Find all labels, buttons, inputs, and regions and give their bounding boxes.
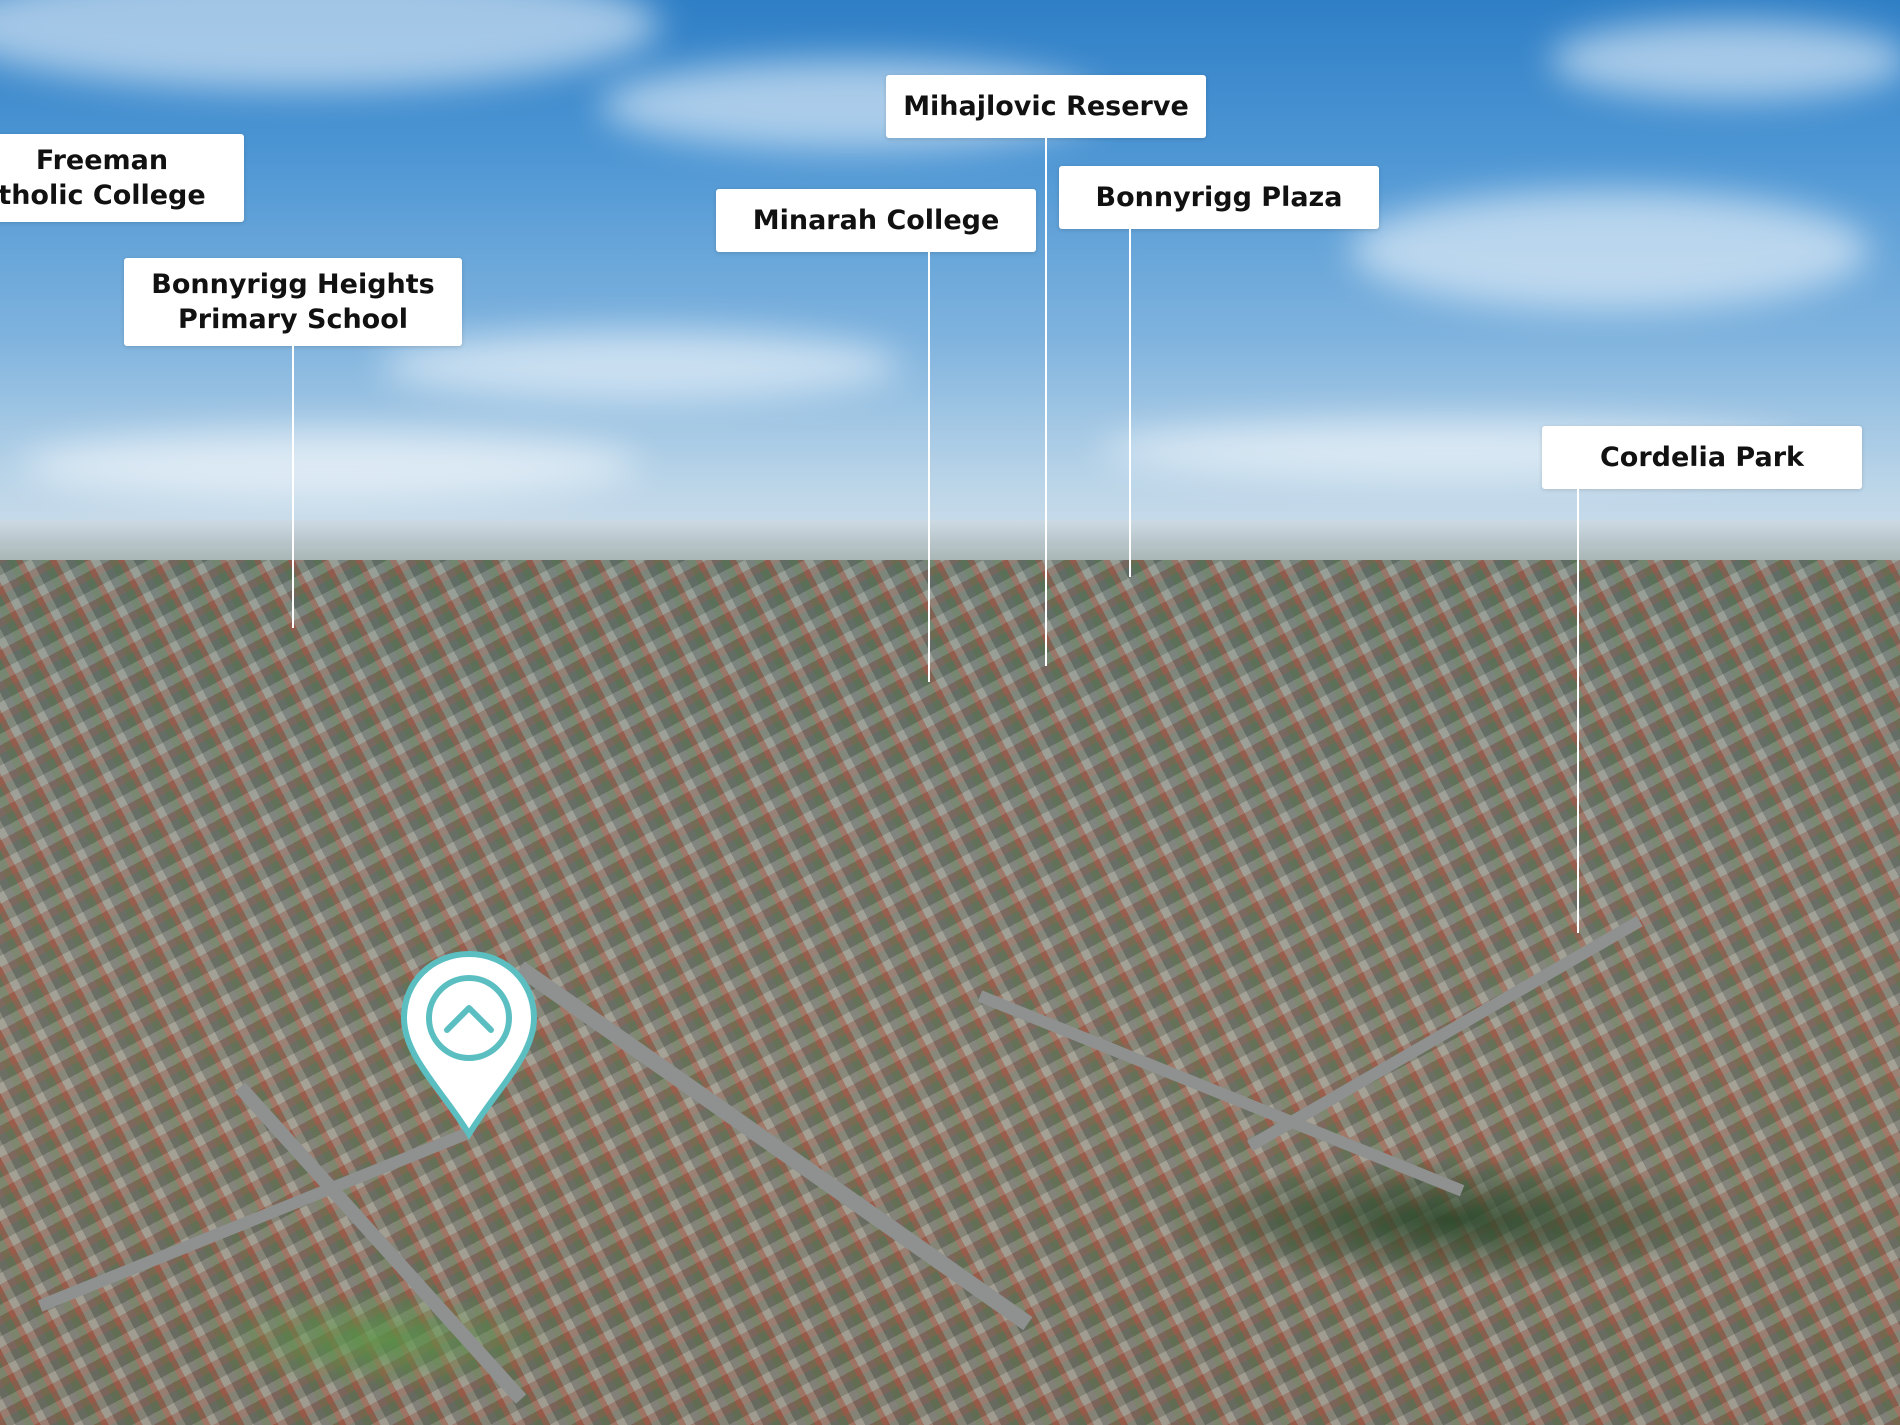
chevron-up-icon — [444, 1005, 494, 1033]
label-line: tholic College — [0, 180, 206, 211]
label-bonnyrigg-plaza: Bonnyrigg Plaza — [1059, 166, 1379, 229]
leader-line — [1577, 489, 1579, 933]
cloud — [20, 430, 640, 500]
leader-line — [928, 252, 930, 682]
label-line: Bonnyrigg Heights — [151, 269, 435, 300]
pin-ring — [426, 975, 512, 1061]
label-mihajlovic-reserve: Mihajlovic Reserve — [886, 75, 1206, 138]
label-freeman-catholic-college: Freeman tholic College — [0, 134, 244, 222]
label-text: Minarah College — [752, 205, 1000, 236]
leader-line — [1045, 138, 1047, 666]
label-line: Primary School — [177, 304, 409, 335]
cloud — [380, 330, 900, 400]
label-line: Freeman — [35, 145, 169, 176]
cloud — [1550, 20, 1900, 100]
leader-line — [1129, 229, 1131, 577]
label-text: Bonnyrigg Plaza — [1095, 182, 1343, 213]
label-text: Cordelia Park — [1599, 442, 1804, 473]
label-cordelia-park: Cordelia Park — [1542, 426, 1862, 489]
label-text: Mihajlovic Reserve — [903, 91, 1189, 122]
label-bonnyrigg-heights-primary-school: Bonnyrigg Heights Primary School — [124, 258, 462, 346]
suburb-aerial — [0, 560, 1900, 1425]
location-pin-icon — [400, 950, 538, 1140]
label-minarah-college: Minarah College — [716, 189, 1036, 252]
leader-line — [292, 346, 294, 628]
cloud — [1350, 190, 1870, 310]
